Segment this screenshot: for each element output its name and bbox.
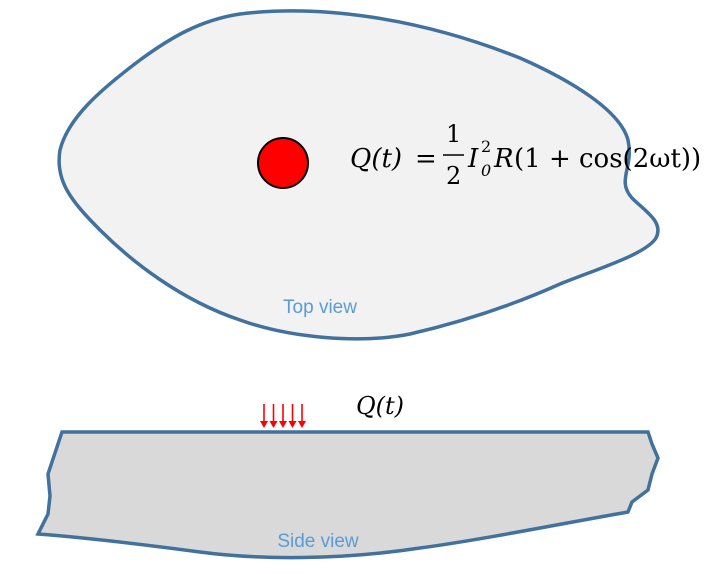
top-view: Q(t) = 1 2 I 2 0 R (1 + cos(2ωt)) Top vi…: [57, 9, 701, 341]
heat-source-dot: [257, 137, 309, 189]
equation-lhs: Q(t): [350, 144, 402, 174]
equation-resistance: R: [493, 144, 514, 174]
equation-current-symbol: I: [467, 144, 479, 174]
heat-equation: Q(t) = 1 2 I 2 0 R (1 + cos(2ωt)): [350, 120, 701, 190]
equation-equals: =: [415, 144, 437, 174]
heat-flux-arrows: [260, 404, 306, 428]
equation-bracket-term: (1 + cos(2ωt)): [514, 144, 701, 174]
top-view-caption: Top view: [283, 297, 357, 318]
heat-flux-arrow-head: [269, 421, 278, 428]
side-view-slab: [35, 430, 660, 560]
heat-flux-arrow-head: [298, 421, 306, 428]
equation-frac-num: 1: [446, 120, 461, 148]
heat-flux-arrow-head: [288, 421, 297, 428]
side-view-caption: Side view: [277, 531, 359, 552]
heat-input-label: Q(t): [356, 392, 404, 420]
top-view-region: [57, 9, 660, 341]
equation-current-sub: 0: [481, 161, 491, 180]
equation-current-sup: 2: [481, 137, 491, 156]
heat-flux-arrow-head: [260, 421, 268, 428]
side-view: Q(t) Side view: [35, 392, 660, 560]
equation-frac-den: 2: [446, 162, 461, 190]
heat-flux-arrow-head: [279, 421, 287, 428]
